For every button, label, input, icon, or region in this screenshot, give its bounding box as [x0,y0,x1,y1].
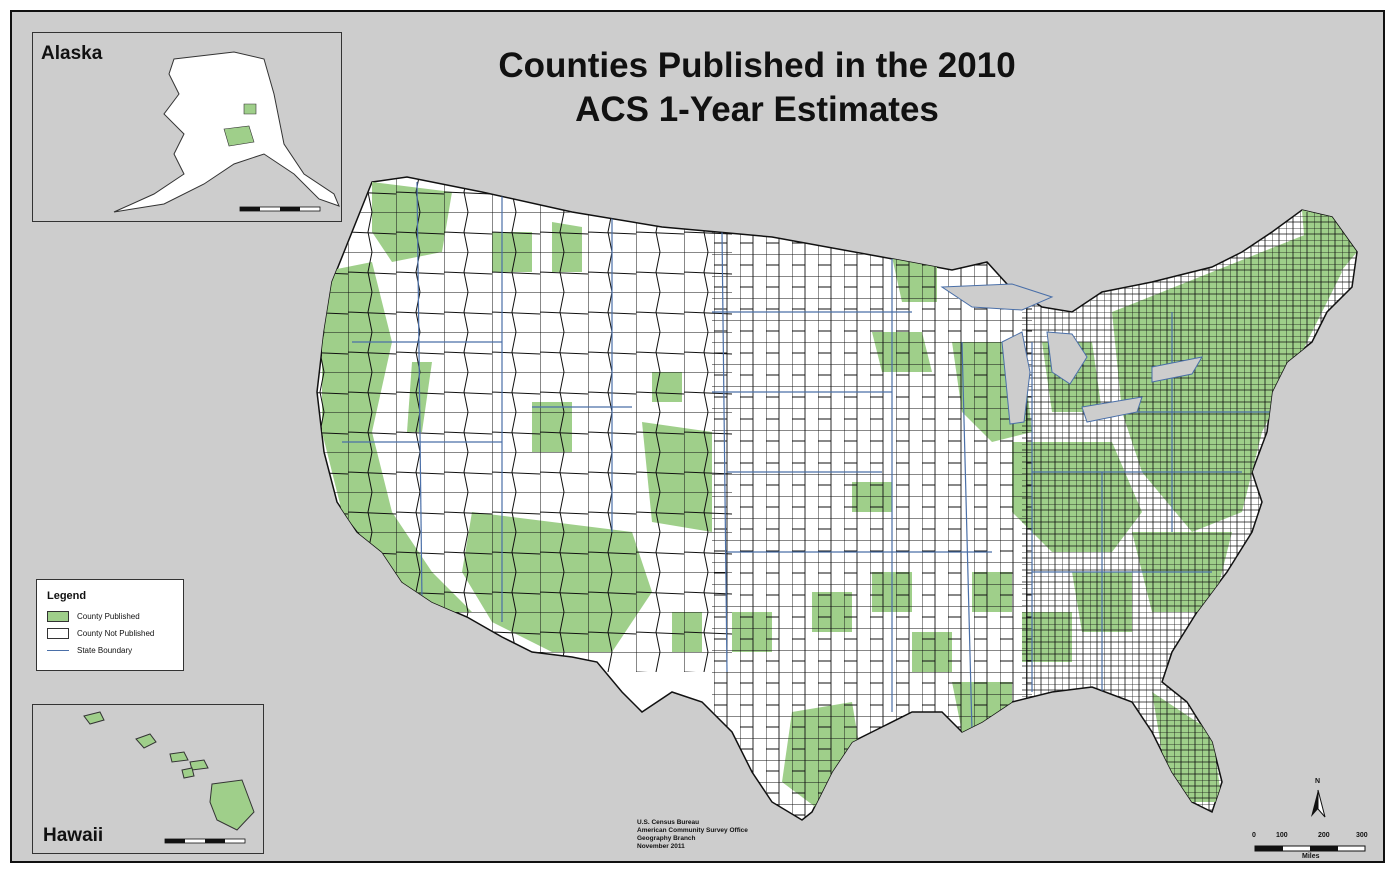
published-swatch [47,611,69,622]
conus-map [83,51,1366,852]
credit-line-3: Geography Branch [637,835,696,842]
main-scale-bar [1254,845,1366,852]
hawaii-label: Hawaii [43,825,104,846]
legend-label-state-boundary: State Boundary [77,646,133,655]
county-lines-central [712,212,1032,820]
alaska-inset: Alaska [32,32,342,222]
state-boundary-line [47,650,69,651]
hawaii-scale-bar [164,838,246,844]
title-line-1: Counties Published in the 2010 [498,46,1016,85]
hawaii-islands [83,711,255,831]
credit-line-2: American Community Survey Office [637,827,748,834]
map-title: Counties Published in the 2010 ACS 1-Yea… [467,44,1047,132]
county-lines-west [317,177,732,672]
credit-line-4: November 2011 [637,843,685,850]
alaska-label: Alaska [41,43,103,64]
county-lines-east [1022,212,1357,812]
not-published-swatch [47,628,69,639]
hawaii-inset: Hawaii [32,704,264,854]
legend-item-not-published: County Not Published [47,627,154,640]
scale-unit: Miles [1302,853,1320,860]
map-frame: Counties Published in the 2010 ACS 1-Yea… [10,10,1385,863]
scale-tick-300: 300 [1356,832,1368,839]
legend-item-state-boundary: State Boundary [47,644,132,657]
legend-title: Legend [47,590,87,602]
scale-tick-200: 200 [1318,832,1330,839]
great-lakes [940,283,1203,425]
scale-tick-0: 0 [1252,832,1256,839]
state-boundaries [342,181,1272,733]
scale-tick-100: 100 [1276,832,1288,839]
legend-label-not-published: County Not Published [77,629,155,638]
north-label: N [1315,778,1321,785]
alaska-scale-bar [239,206,321,212]
credit-line-1: U.S. Census Bureau [637,819,700,826]
title-line-2: ACS 1-Year Estimates [575,90,939,129]
alaska-map [113,51,340,213]
legend: Legend County Published County Not Publi… [36,579,184,671]
legend-label-published: County Published [77,612,140,621]
north-arrow-icon [1311,789,1326,818]
credit-block: U.S. Census Bureau American Community Su… [637,819,748,851]
legend-item-published: County Published [47,610,140,623]
